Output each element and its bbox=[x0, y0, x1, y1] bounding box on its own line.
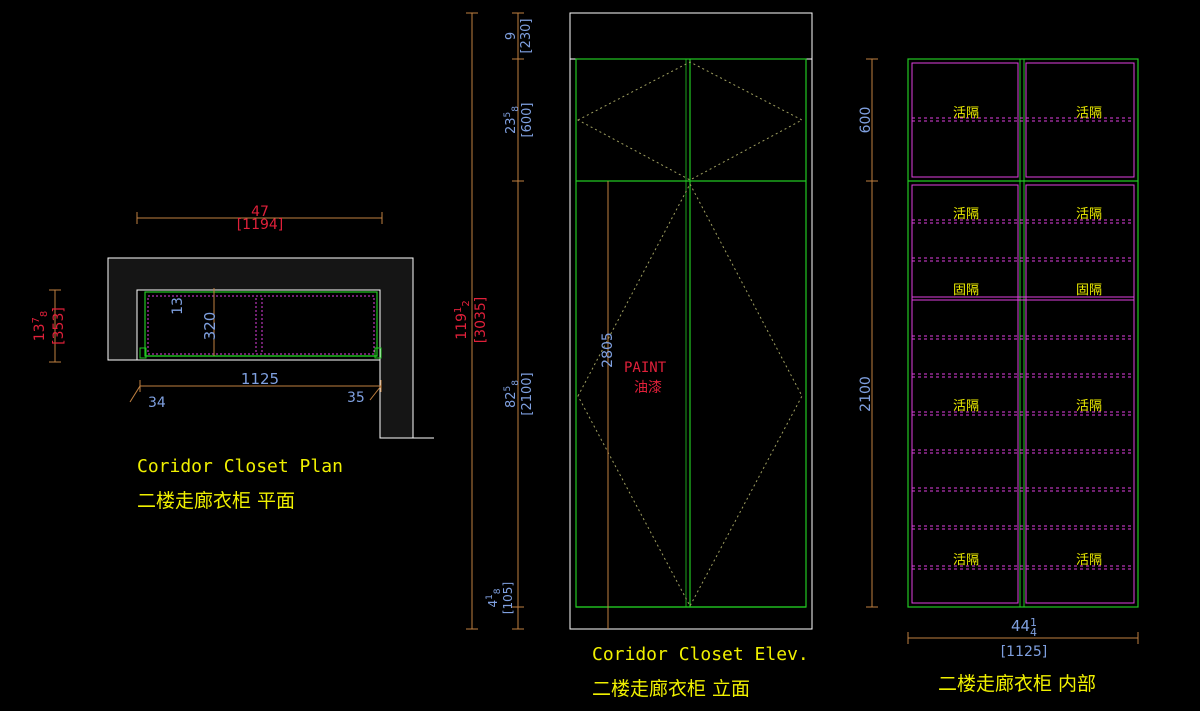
int-label-movable: 活隔 bbox=[1076, 553, 1102, 568]
plan-width-frac: 47 bbox=[251, 204, 269, 220]
plan-left-side: 34 bbox=[148, 395, 166, 411]
elev-lower-mm: [2100] bbox=[520, 372, 535, 415]
elev-title-cn: 二楼走廊衣柜 立面 bbox=[592, 678, 750, 700]
plan-gap-top: 13 bbox=[170, 297, 186, 315]
int-cabinet bbox=[907, 58, 1139, 608]
plan-inner-depth: 320 bbox=[201, 312, 219, 341]
plan-depth-mm: [353] bbox=[51, 307, 67, 345]
int-width-mm: [1125] bbox=[1001, 644, 1048, 660]
elev-paint-en: PAINT bbox=[624, 360, 667, 376]
plan-title-en: Coridor Closet Plan bbox=[137, 456, 343, 477]
int-label-movable: 活隔 bbox=[953, 106, 979, 121]
int-upper-height: 600 bbox=[858, 107, 874, 134]
int-label-movable: 活隔 bbox=[1076, 207, 1102, 222]
plan-cabinet-inner bbox=[147, 295, 375, 355]
elev-top-mm: [230] bbox=[519, 19, 534, 54]
int-label-movable: 活隔 bbox=[953, 553, 979, 568]
int-label-movable: 活隔 bbox=[953, 399, 979, 414]
plan-recess bbox=[136, 289, 381, 361]
int-label-movable: 活隔 bbox=[1076, 399, 1102, 414]
int-shelf-lines bbox=[912, 117, 1134, 570]
elev-upper-frac: 2358 bbox=[503, 106, 521, 134]
int-title-cn: 二楼走廊衣柜 内部 bbox=[938, 673, 1096, 695]
plan-view: 47 [1194] 1378 [353] 13 320 1125 34 35 C… bbox=[31, 204, 434, 512]
int-lower-height: 2100 bbox=[858, 376, 874, 412]
elev-base-mm: [105] bbox=[501, 582, 515, 614]
elevation-view: 2805 PAINT 油漆 11912 [3035] 9 [230] 2358 … bbox=[453, 12, 813, 700]
elev-paint-cn: 油漆 bbox=[634, 380, 662, 396]
int-label-fixed: 固隔 bbox=[1076, 283, 1102, 298]
elev-top-frac: 9 bbox=[504, 32, 519, 40]
int-label-movable: 活隔 bbox=[953, 207, 979, 222]
elev-upper-door-swing bbox=[576, 61, 804, 181]
elev-lower-door-swing bbox=[577, 182, 803, 608]
elev-total-mm: [3035] bbox=[473, 297, 489, 344]
plan-inner-width: 1125 bbox=[241, 370, 279, 388]
plan-title-cn: 二楼走廊衣柜 平面 bbox=[137, 490, 295, 512]
elev-upper-mm: [600] bbox=[520, 103, 535, 138]
int-label-fixed: 固隔 bbox=[953, 283, 979, 298]
elev-total-frac: 11912 bbox=[453, 300, 472, 339]
elev-base-frac: 418 bbox=[485, 588, 503, 607]
plan-width-mm: [1194] bbox=[237, 217, 284, 233]
int-label-movable: 活隔 bbox=[1076, 106, 1102, 121]
elev-lower-frac: 8258 bbox=[503, 380, 521, 408]
elev-door-height: 2805 bbox=[600, 332, 616, 368]
elev-title-en: Coridor Closet Elev. bbox=[592, 644, 809, 665]
plan-depth-frac: 1378 bbox=[31, 311, 50, 342]
plan-right-side: 35 bbox=[347, 390, 365, 406]
interior-view: 活隔 活隔 活隔 活隔 固隔 固隔 活隔 活隔 活隔 活隔 600 2100 4… bbox=[858, 58, 1139, 695]
